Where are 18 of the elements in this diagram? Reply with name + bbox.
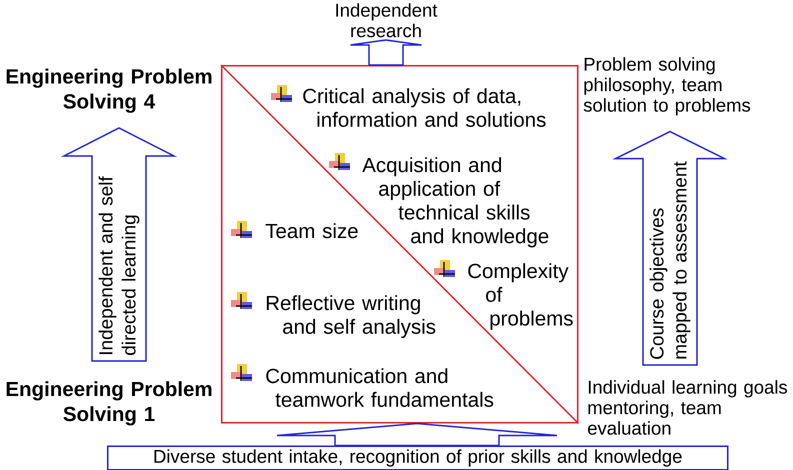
annotation: Independent research <box>336 3 438 38</box>
block-arrow <box>276 422 558 446</box>
list-item: Critical analysis of data, information and solutions <box>303 88 546 127</box>
list-item: Team size <box>266 223 358 238</box>
edge-label: Course objectives mapped to assessment <box>648 158 692 361</box>
list-item: Communication and teamwork fundamentals <box>266 368 494 407</box>
list-item: Reflective writing and self analysis <box>266 295 436 338</box>
heading: Engineering Problem Solving 1 <box>6 381 212 426</box>
annotation: Individual learning goals mentoring, team evaluation <box>588 380 787 435</box>
block-arrow <box>60 127 178 362</box>
edge-label: Independent and self directed learning <box>98 164 140 357</box>
block-arrow <box>612 130 728 366</box>
text-box: Diverse student intake, recognition of prior skills and knowledge <box>107 445 728 470</box>
annotation: Problem solving philosophy, team solution to problems <box>584 57 750 116</box>
list-item: Acquisition and application of technical skills and knowledge <box>362 157 548 248</box>
list-item: Complexity of problems <box>468 263 573 330</box>
block-arrow <box>350 39 422 66</box>
heading: Engineering Problem Solving 4 <box>6 68 212 113</box>
